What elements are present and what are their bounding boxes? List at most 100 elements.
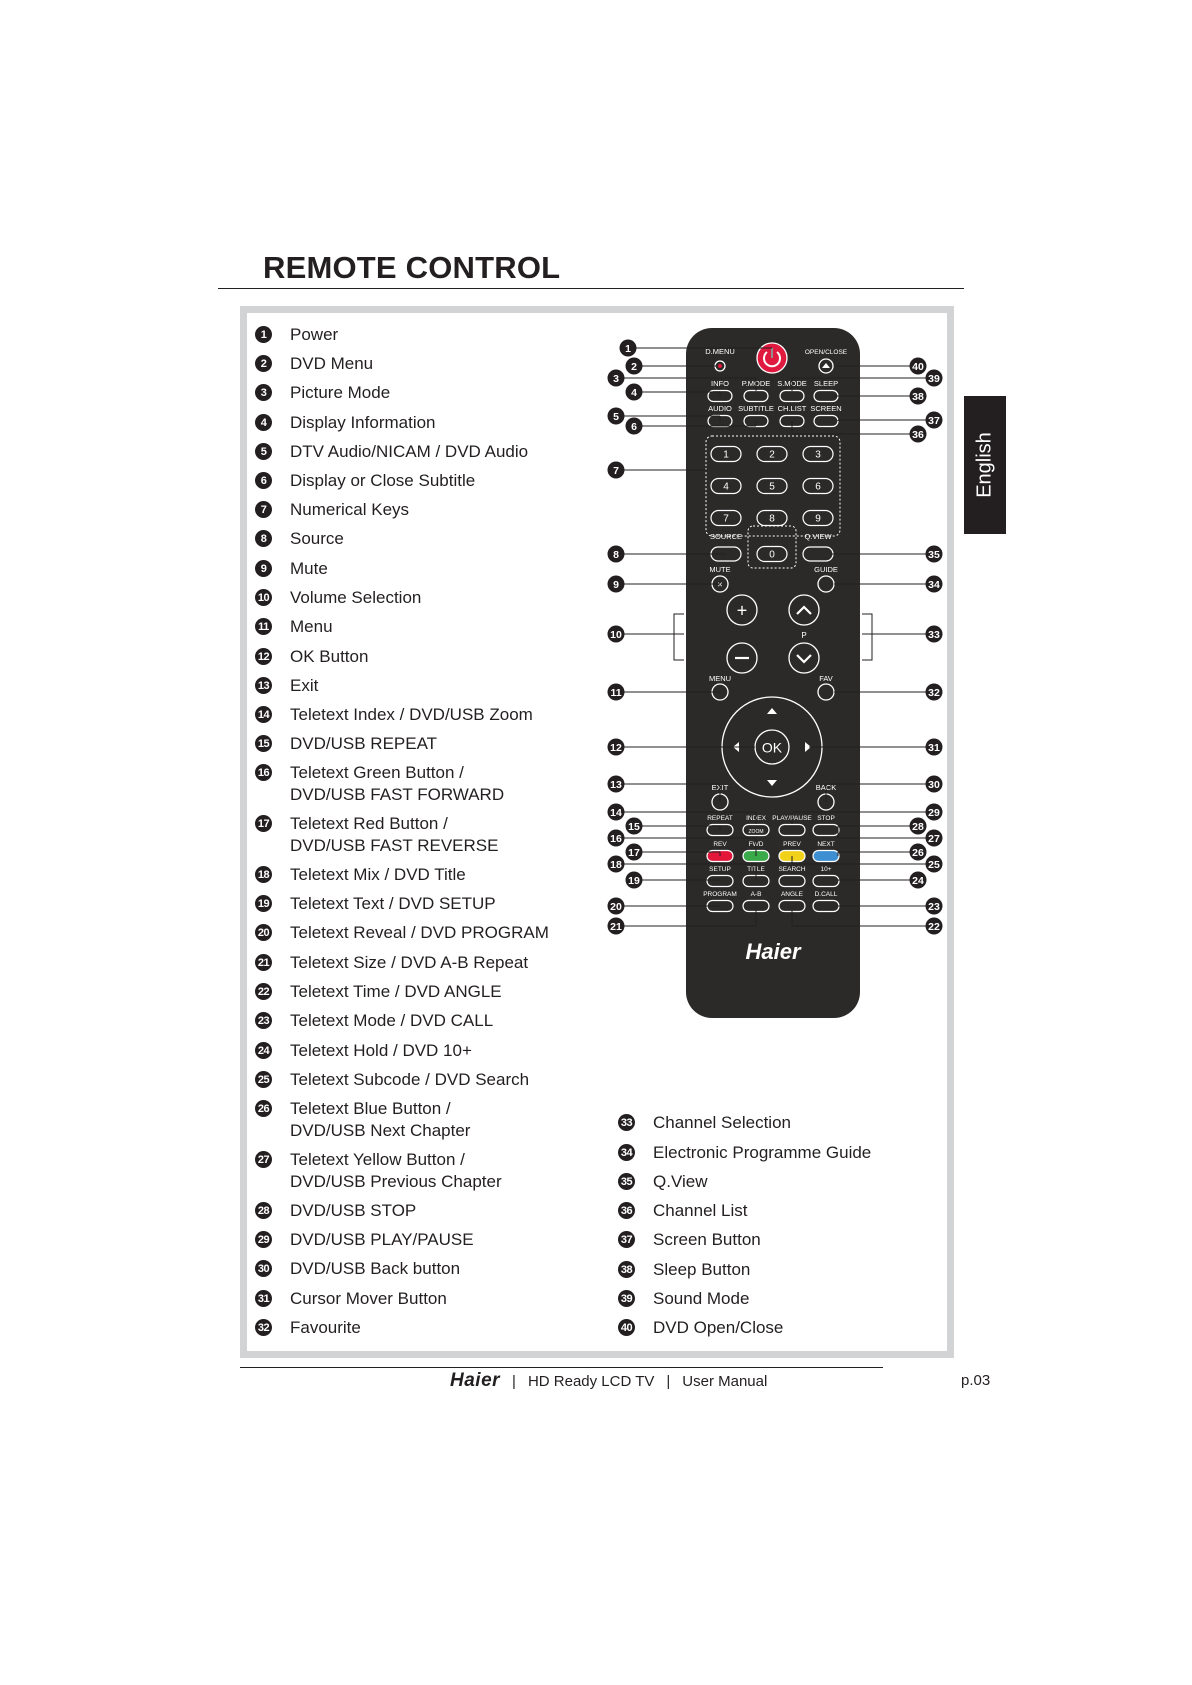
callout-badge-number: 19 bbox=[628, 875, 640, 887]
chevron-down-icon bbox=[796, 654, 812, 664]
media-label: PREV bbox=[783, 841, 801, 848]
callout-badge-number: 29 bbox=[928, 807, 940, 819]
p-label: P bbox=[801, 631, 806, 640]
ok-label: OK bbox=[762, 740, 783, 756]
page-number: p.03 bbox=[961, 1372, 991, 1389]
dvd-key bbox=[778, 899, 806, 913]
dvd-key bbox=[812, 874, 840, 888]
callout-badge bbox=[607, 545, 625, 563]
item-number-badge: 36 bbox=[618, 1202, 635, 1219]
item-description: Teletext Text / DVD SETUP bbox=[290, 894, 496, 913]
item-number-badge: 22 bbox=[255, 983, 272, 1000]
item-description: Teletext Mix / DVD Title bbox=[290, 865, 466, 884]
dmenu-dot bbox=[718, 364, 722, 368]
callout-badge-number: 33 bbox=[928, 629, 940, 641]
item-number-badge: 5 bbox=[255, 443, 272, 460]
media-label: REPEAT bbox=[707, 815, 733, 822]
footer: Haier | HD Ready LCD TV | User Manual bbox=[450, 1370, 767, 1392]
item-description: DVD/USB PLAY/PAUSE bbox=[290, 1230, 474, 1249]
callout-badge-number: 40 bbox=[912, 361, 924, 373]
item-number-badge: 18 bbox=[255, 866, 272, 883]
callout-badge-number: 32 bbox=[928, 687, 940, 699]
item-description: Sound Mode bbox=[653, 1289, 750, 1308]
item-number-badge: 8 bbox=[255, 530, 272, 547]
item-number-badge: 2 bbox=[255, 355, 272, 372]
item-description: Power bbox=[290, 325, 339, 344]
dvd-key bbox=[778, 874, 806, 888]
channel-bracket bbox=[862, 613, 873, 661]
item-number-badge: 28 bbox=[255, 1202, 272, 1219]
callout-badge-number: 3 bbox=[613, 373, 619, 385]
remote-key-label: MUTE bbox=[709, 565, 730, 574]
item-number-badge: 9 bbox=[255, 560, 272, 577]
callout-badge bbox=[909, 387, 927, 405]
callout-badge-number: 24 bbox=[912, 875, 924, 887]
callout-badge-number: 26 bbox=[912, 847, 924, 859]
item-description: Channel Selection bbox=[653, 1113, 791, 1132]
remote-key-label: Q.VIEW bbox=[804, 532, 832, 541]
media-label: SEARCH bbox=[778, 866, 805, 873]
item-description: Volume Selection bbox=[290, 588, 422, 607]
callout-badge-number: 21 bbox=[610, 921, 622, 933]
digit-key bbox=[710, 445, 742, 463]
item-number-badge: 7 bbox=[255, 501, 272, 518]
item-number-badge: 1 bbox=[255, 326, 272, 343]
digit-label: 4 bbox=[723, 482, 729, 493]
digit-key bbox=[710, 477, 742, 495]
item-description: Teletext Blue Button / bbox=[290, 1099, 451, 1118]
media-label: PROGRAM bbox=[703, 891, 737, 898]
remote-key-label: FAV bbox=[819, 674, 833, 683]
item-description: Numerical Keys bbox=[290, 500, 410, 519]
item-number-badge: 4 bbox=[255, 414, 272, 431]
digit-label: 0 bbox=[769, 550, 775, 561]
callout-badge bbox=[625, 817, 643, 835]
callout-badge bbox=[925, 897, 943, 915]
remote-key-label: CH.LIST bbox=[778, 404, 807, 413]
callout-badge bbox=[625, 871, 643, 889]
footer-product: HD Ready LCD TV bbox=[527, 1372, 655, 1390]
callout-badge-number: 25 bbox=[928, 859, 940, 871]
item-description: OK Button bbox=[290, 647, 369, 666]
callout-badge-number: 23 bbox=[928, 901, 940, 913]
row3-key bbox=[813, 414, 839, 428]
item-description: Teletext Red Button / bbox=[290, 814, 448, 833]
item-number-badge: 21 bbox=[255, 954, 272, 971]
callout-badge bbox=[925, 625, 943, 643]
item-number-badge: 20 bbox=[255, 924, 272, 941]
item-description: DVD/USB Next Chapter bbox=[290, 1121, 471, 1140]
remote-key-label: MENU bbox=[709, 674, 731, 683]
callout-badge-number: 37 bbox=[928, 415, 940, 427]
item-description: Teletext Reveal / DVD PROGRAM bbox=[290, 923, 549, 942]
media-label: ANGLE bbox=[781, 891, 804, 898]
item-description: Exit bbox=[290, 676, 319, 695]
callout-badge-number: 5 bbox=[613, 411, 619, 423]
callout-badge bbox=[909, 871, 927, 889]
volume-bracket bbox=[624, 613, 684, 661]
eject-icon bbox=[822, 363, 830, 368]
callout-badge bbox=[607, 855, 625, 873]
volume-up-button bbox=[726, 594, 758, 626]
arrow-down-icon bbox=[767, 780, 777, 786]
item-number-badge: 31 bbox=[255, 1290, 272, 1307]
callout-badge-number: 20 bbox=[610, 901, 622, 913]
dvd-key bbox=[812, 899, 840, 913]
callout-badge-number: 2 bbox=[631, 361, 637, 373]
openclose-label: OPEN/CLOSE bbox=[805, 349, 848, 356]
digit-label: 9 bbox=[815, 514, 821, 525]
item-number-badge: 14 bbox=[255, 706, 272, 723]
callout-badge-number: 11 bbox=[610, 687, 621, 699]
callout-badge bbox=[925, 855, 943, 873]
item-number-badge: 15 bbox=[255, 735, 272, 752]
digit-key bbox=[802, 477, 834, 495]
callout-badge bbox=[925, 775, 943, 793]
item-description: DTV Audio/NICAM / DVD Audio bbox=[290, 442, 529, 461]
callout-badge-number: 18 bbox=[610, 859, 622, 871]
item-description: Electronic Programme Guide bbox=[653, 1143, 872, 1162]
item-number-badge: 37 bbox=[618, 1231, 635, 1248]
digit-label: 7 bbox=[723, 514, 729, 525]
footer-separator: | bbox=[512, 1372, 516, 1390]
callout-badge bbox=[607, 683, 625, 701]
item-number-badge: 25 bbox=[255, 1071, 272, 1088]
callout-badge-number: 12 bbox=[610, 742, 622, 754]
item-description: Favourite bbox=[290, 1318, 361, 1337]
